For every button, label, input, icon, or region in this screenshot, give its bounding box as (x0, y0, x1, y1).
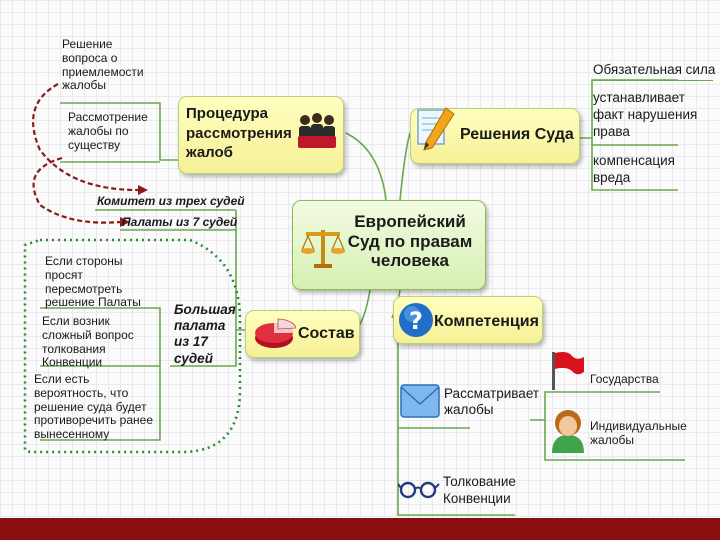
competence-individual: Индивидуальные жалобы (590, 419, 687, 447)
svg-text:?: ? (409, 307, 423, 335)
pen-paper-icon (417, 107, 455, 151)
composition-chamber: Палаты из 7 судей (122, 215, 238, 229)
competence-title: Компетенция (434, 313, 539, 330)
center-title: Европейский Суд по правам человека (347, 212, 473, 271)
dashed-arrow-committee (32, 83, 139, 192)
glasses-icon (398, 481, 440, 499)
composition-title: Состав (298, 325, 355, 342)
decisions-item-violation: устанавливает факт нарушения права (593, 90, 698, 139)
grand-item-contradiction: Если есть вероятность, что решение суда … (34, 372, 154, 442)
envelope-icon (400, 384, 440, 418)
link-center-decisions (399, 132, 411, 201)
grand-item-review: Если стороны просят пересмотреть решение… (45, 254, 141, 310)
flag-icon (552, 352, 584, 390)
scales-icon (301, 230, 345, 268)
dashed-arrow-chamber (32, 156, 121, 224)
grand-item-interpretation: Если возник сложный вопрос толкования Ко… (42, 314, 134, 370)
decisions-item-binding: Обязательная сила (593, 62, 715, 81)
competence-interpretation: Толкование Конвенции (443, 474, 516, 506)
competence-complaints: Рассматривает жалобы (444, 386, 540, 418)
composition-grand-chamber: Большая палата из 17 судей (174, 302, 236, 366)
person-icon (552, 410, 584, 453)
pie-chart-icon (255, 318, 296, 348)
decisions-item-compensation: компенсация вреда (593, 153, 675, 185)
procedure-title: Процедура рассмотрения жалоб (186, 105, 292, 161)
bottom-bar (0, 518, 720, 540)
decisions-title: Решения Суда (460, 126, 574, 143)
question-icon: ? (399, 303, 433, 337)
procedure-item-merits: Рассмотрение жалобы по существу (68, 110, 148, 152)
competence-states: Государства (590, 372, 659, 386)
procedure-item-admissibility: Решение вопроса о приемлемости жалобы (62, 37, 144, 93)
people-icon (298, 113, 336, 148)
grand-chamber-outline (23, 238, 242, 454)
composition-committee: Комитет из трех судей (97, 194, 245, 208)
link-center-procedure (345, 132, 387, 201)
